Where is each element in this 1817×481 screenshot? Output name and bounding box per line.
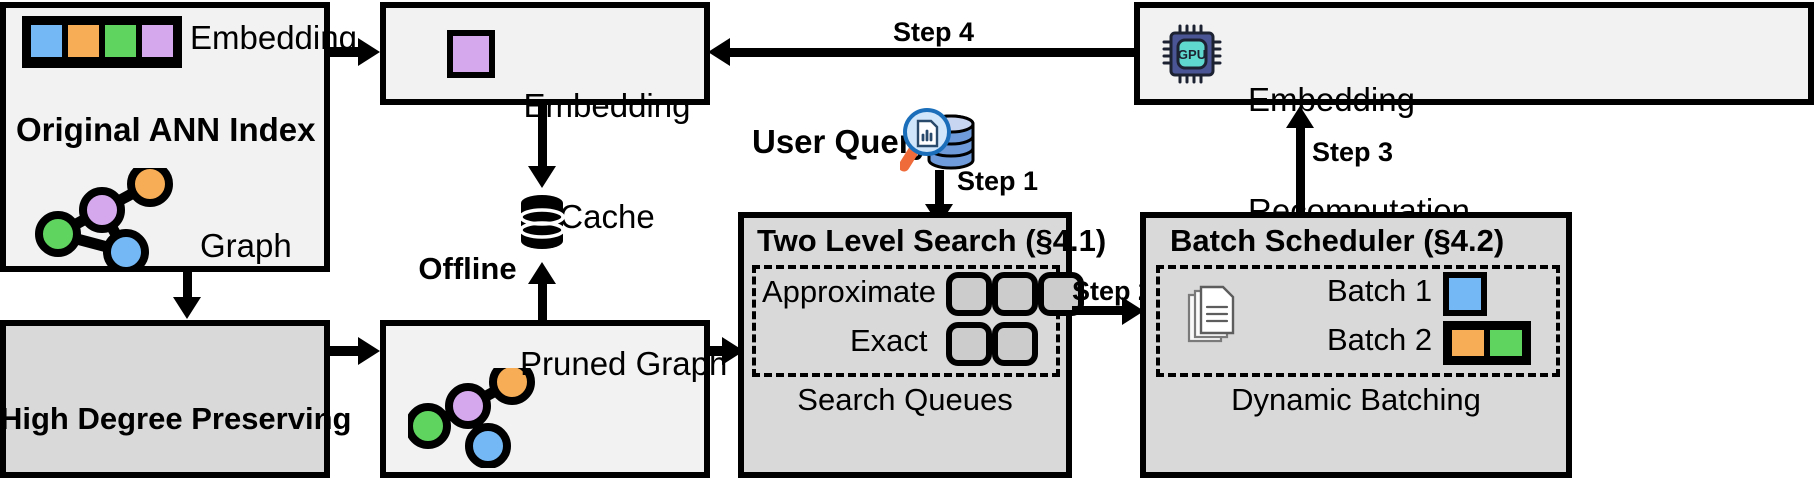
pruned-graph-figure <box>408 368 535 468</box>
batch2-label: Batch 2 <box>1327 322 1433 357</box>
graph-label: Graph <box>200 227 292 264</box>
batch2-chip-strip <box>1443 321 1531 365</box>
embedding-cache-line2: Cache <box>559 197 655 235</box>
ers-line1: Embedding <box>1248 80 1415 118</box>
arrow-pruned-to-search-head <box>722 337 744 365</box>
embedding-cache-box <box>380 2 710 105</box>
embedding-cache-chip <box>447 30 495 78</box>
arrow-step2-head <box>1122 297 1144 325</box>
offline-storage-line1: Offline <box>418 251 517 287</box>
step4-label: Step 4 <box>893 17 975 47</box>
arrow-pruned-to-storage-head <box>528 262 556 284</box>
arrow-step2-shaft <box>1072 306 1127 315</box>
gpu-icon-text: GPU <box>1178 47 1206 62</box>
approximate-label: Approximate <box>762 274 937 309</box>
batch1-chip-blue <box>1443 272 1487 316</box>
arrow-index-to-pruning-head <box>173 297 201 319</box>
approximate-slot-1 <box>946 272 992 316</box>
arrow-pruning-to-pruned-shaft <box>330 346 360 356</box>
arrow-pruning-to-pruned-head <box>358 337 380 365</box>
original-ann-index-title: Original ANN Index <box>16 111 316 148</box>
high-degree-pruning-title: High Degree Preserving Graph Pruning (§5… <box>0 333 352 481</box>
embedding-chip-orange <box>65 22 102 60</box>
dynamic-batching-dashed-region <box>1156 265 1560 377</box>
embedding-chip-blue <box>28 22 65 60</box>
arrow-cache-to-storage-head <box>528 166 556 188</box>
batch1-label: Batch 1 <box>1327 273 1433 308</box>
documents-stack-icon <box>1187 285 1235 343</box>
exact-slot-1 <box>946 322 992 366</box>
database-icon <box>519 195 565 249</box>
arrow-step3-head <box>1286 106 1314 128</box>
step3-label: Step 3 <box>1312 137 1394 167</box>
batch2-chip-green <box>1487 327 1525 359</box>
search-queues-dashed-region <box>752 265 1060 377</box>
pruning-line1: High Degree Preserving <box>0 401 352 437</box>
exact-queue-slots <box>946 322 1038 366</box>
arrow-step4-head <box>708 38 730 66</box>
high-degree-pruning-box <box>0 320 330 478</box>
arrow-step1-shaft <box>935 170 944 208</box>
query-search-database-icon <box>900 108 975 172</box>
embedding-chip-purple <box>139 22 176 60</box>
dynamic-batching-footer: Dynamic Batching <box>1231 382 1481 417</box>
approximate-queue-slots <box>946 272 1084 316</box>
arrow-index-to-cache-shaft <box>330 47 360 57</box>
embedding-recomputation-server-box <box>1134 2 1814 105</box>
embedding-label: Embedding <box>190 19 357 56</box>
gpu-chip-icon: GPU <box>1162 24 1222 84</box>
exact-label: Exact <box>850 323 928 358</box>
arrow-step4-shaft <box>730 48 1138 57</box>
embedding-chip-strip <box>22 16 182 68</box>
batch2-chip-orange <box>1449 327 1487 359</box>
pruned-graph-box <box>380 320 710 478</box>
arrow-step3-shaft <box>1296 128 1305 214</box>
arrow-index-to-pruning-shaft <box>183 272 192 302</box>
original-graph-figure <box>35 168 173 268</box>
exact-slot-2 <box>992 322 1038 366</box>
embedding-cache-title: Embedding Cache <box>512 14 702 310</box>
arrow-pruned-to-search-shaft <box>710 346 730 356</box>
step1-label: Step 1 <box>957 166 1039 196</box>
arrow-index-to-cache-head <box>358 38 380 66</box>
search-queues-footer: Search Queues <box>797 382 1013 417</box>
pruned-graph-label: Pruned Graph <box>520 345 728 382</box>
embedding-chip-green <box>102 22 139 60</box>
two-level-search-title: Two Level Search (§4.1) <box>757 223 1107 258</box>
arrow-pruned-to-storage-shaft <box>538 284 547 328</box>
batch-scheduler-title: Batch Scheduler (§4.2) <box>1170 223 1505 258</box>
arrow-cache-to-storage-shaft <box>538 105 547 169</box>
approximate-slot-2 <box>992 272 1038 316</box>
embedding-cache-line1: Embedding <box>523 86 691 124</box>
